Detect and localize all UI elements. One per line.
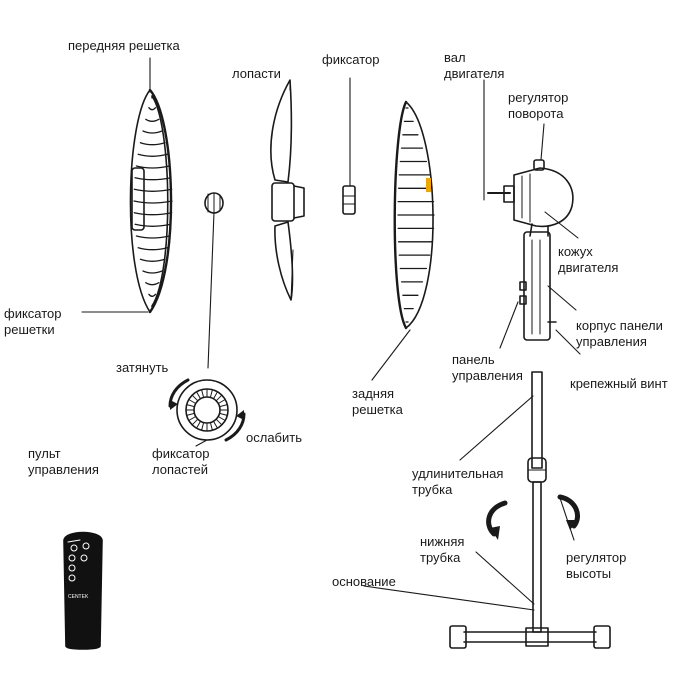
- spinner-cap: [204, 192, 224, 214]
- grille-rib: [145, 282, 160, 286]
- remote-control: [63, 531, 103, 650]
- label-rotation-knob: регулятор поворота: [508, 90, 569, 121]
- ring-tooth: [217, 399, 226, 404]
- ring-tooth: [213, 391, 218, 400]
- fan-blades: [270, 79, 305, 301]
- label-lower-tube: нижняя трубка: [420, 534, 465, 565]
- grille-rib: [137, 153, 168, 157]
- fan-stand: [449, 321, 611, 649]
- label-loosen: ослабить: [246, 430, 302, 445]
- grille-rib: [139, 142, 166, 146]
- ring-tooth: [188, 416, 197, 421]
- label-remote: пульт управления: [28, 446, 99, 477]
- label-grille-clamp: фиксатор решетки: [4, 306, 62, 337]
- grille-rib: [139, 258, 166, 262]
- label-extension-tube: удлинительная трубка: [412, 466, 504, 497]
- label-motor-shaft: вал двигателя: [444, 50, 505, 81]
- grille-rib: [148, 107, 157, 111]
- blade-clamp-ring: [168, 378, 246, 442]
- clamp-part: [342, 185, 356, 215]
- ring-tooth: [191, 394, 199, 402]
- ring-tooth: [219, 404, 228, 408]
- label-blades: лопасти: [232, 66, 281, 81]
- label-control-panel: панель управления: [452, 352, 523, 383]
- grille-rib: [135, 165, 170, 169]
- remote-brand-text: CENTEK: [68, 594, 89, 600]
- ring-tooth: [186, 412, 195, 416]
- ring-tooth: [217, 416, 226, 421]
- grille-rib: [133, 188, 173, 192]
- rear-grille: [393, 100, 435, 330]
- label-rear-grille: задняя решетка: [352, 386, 403, 417]
- grille-rib: [142, 270, 163, 274]
- ring-tooth: [209, 389, 213, 398]
- label-base: основание: [332, 574, 396, 589]
- control-panel-body: [519, 231, 551, 341]
- ring-tooth: [196, 391, 201, 400]
- label-fixing-screw: крепежный винт: [570, 376, 668, 391]
- grille-rib: [135, 235, 170, 239]
- ring-tooth: [213, 420, 218, 429]
- grille-rib: [133, 212, 173, 216]
- grille-rib: [145, 118, 160, 122]
- motor-head: [487, 159, 574, 237]
- label-panel-body: корпус панели управления: [576, 318, 663, 349]
- leader-lines: [81, 57, 581, 611]
- grille-rib: [137, 247, 168, 251]
- ring-tooth: [201, 389, 205, 398]
- grille-rib: [148, 293, 157, 297]
- ring-tooth: [201, 422, 205, 431]
- label-motor-cover: кожух двигателя: [558, 244, 619, 275]
- ring-tooth: [188, 399, 197, 404]
- grille-rib: [133, 200, 173, 204]
- front-grille: [129, 88, 173, 314]
- label-blade-clamp: фиксатор лопастей: [152, 446, 210, 477]
- ring-tooth: [219, 412, 228, 416]
- label-clamp: фиксатор: [322, 52, 380, 67]
- label-tighten: затянуть: [116, 360, 169, 375]
- grille-rib: [134, 177, 172, 181]
- label-front-grille: передняя решетка: [68, 38, 180, 53]
- label-height-knob: регулятор высоты: [566, 550, 627, 581]
- ring-tooth: [186, 404, 195, 408]
- ring-tooth: [209, 422, 213, 431]
- ring-tooth: [215, 418, 223, 426]
- grille-rib: [142, 130, 163, 134]
- ring-tooth: [215, 394, 223, 402]
- ring-tooth: [196, 420, 201, 429]
- grille-rib: [134, 223, 172, 227]
- ring-tooth: [191, 418, 199, 426]
